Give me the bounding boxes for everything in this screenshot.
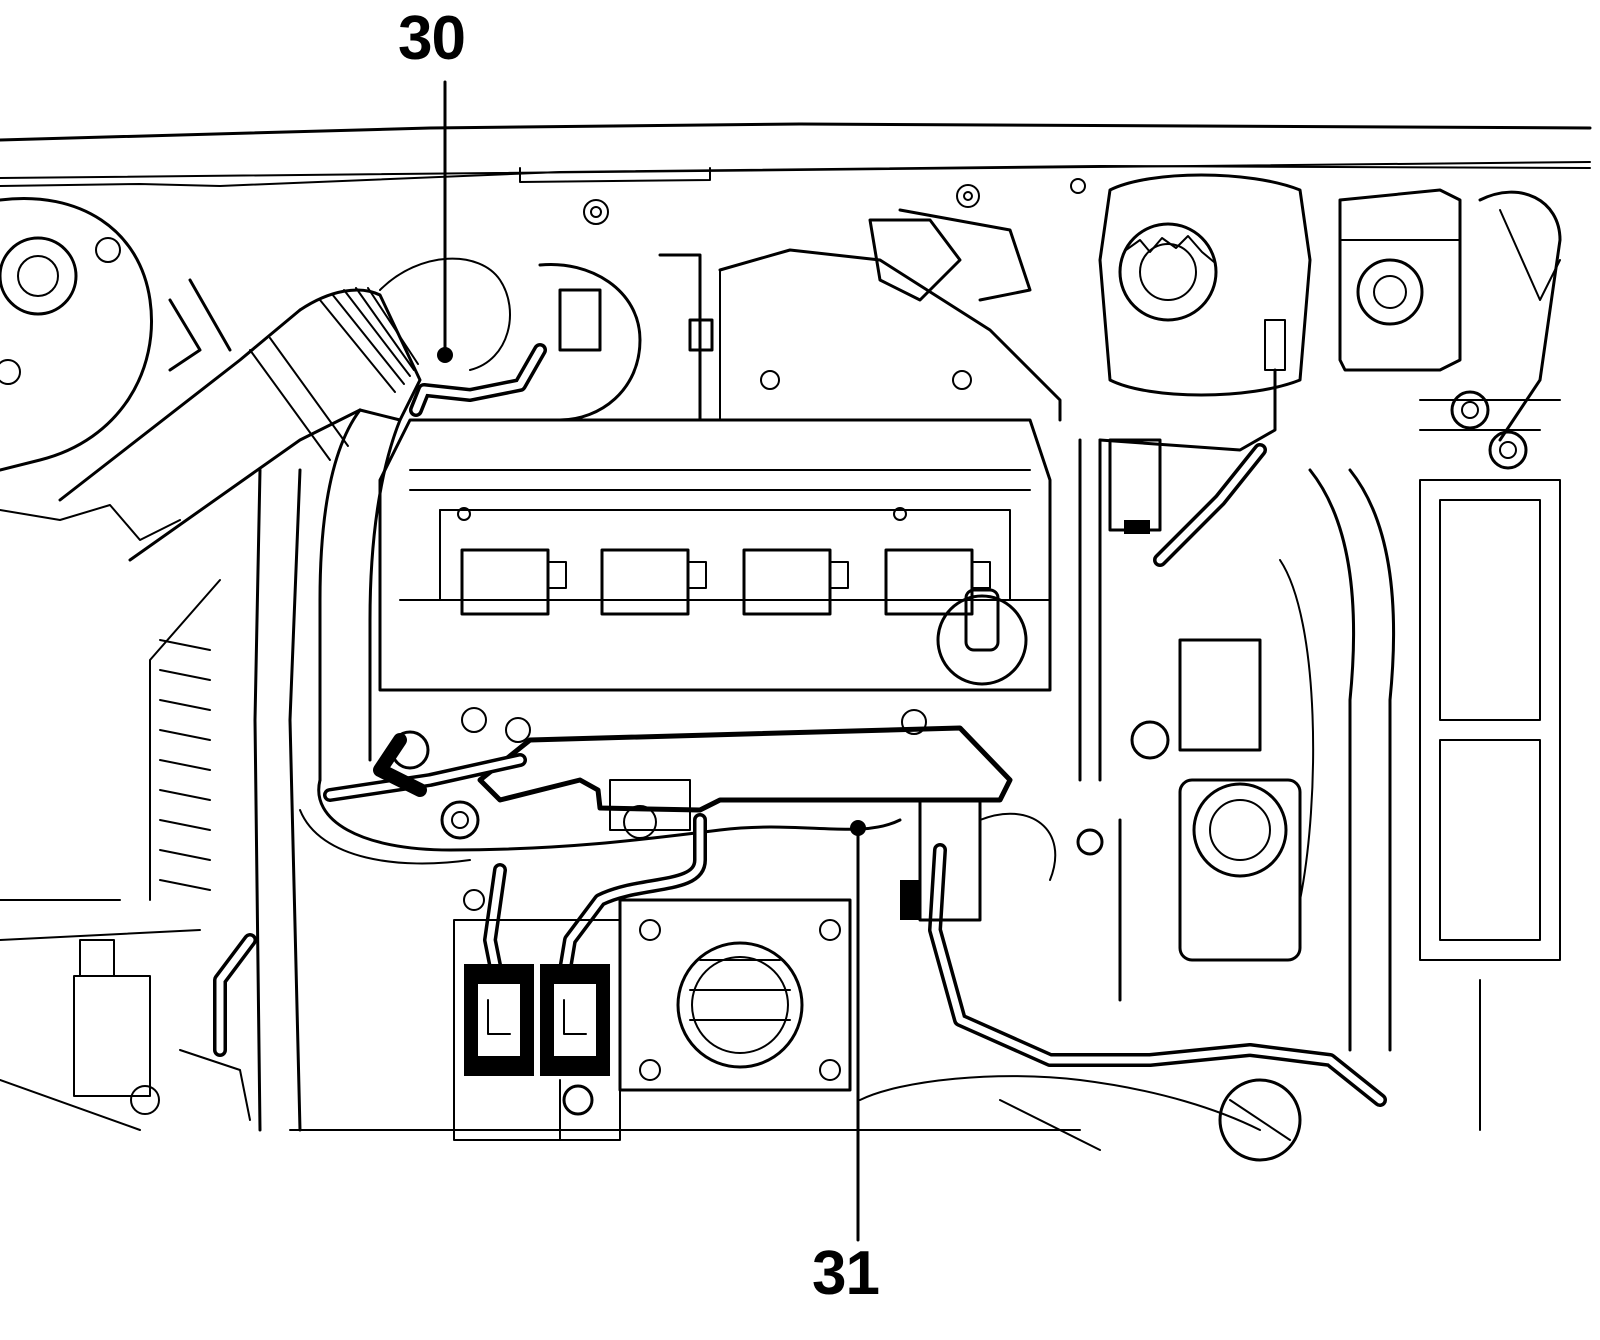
wiring-harness bbox=[900, 798, 1387, 1107]
lower-left-fittings bbox=[0, 933, 257, 1131]
upper-center bbox=[538, 208, 1062, 422]
callout-30: 30 bbox=[398, 4, 466, 73]
leader-dot-31 bbox=[850, 820, 866, 836]
front-hoses bbox=[299, 730, 902, 865]
brake-reservoir bbox=[1338, 188, 1462, 372]
callout-31: 31 bbox=[812, 1239, 880, 1308]
engine-bracket bbox=[477, 725, 1013, 839]
intake-pipe bbox=[149, 408, 402, 1132]
right-hoses bbox=[1308, 468, 1561, 1131]
connector-pair bbox=[453, 889, 621, 1141]
center-right-components bbox=[1078, 438, 1315, 1162]
leader-dot-30 bbox=[437, 347, 453, 363]
air-intake-hose bbox=[58, 257, 511, 562]
coolant-reservoir bbox=[1098, 173, 1312, 452]
vent-hose-30 bbox=[409, 343, 547, 417]
lower-edge bbox=[289, 1075, 1261, 1151]
hood-edge bbox=[0, 122, 1592, 225]
valve-cover bbox=[378, 418, 1052, 743]
left-strut-tower bbox=[0, 197, 181, 541]
radiator-louvres bbox=[0, 639, 211, 941]
brake-lines bbox=[1419, 190, 1562, 470]
